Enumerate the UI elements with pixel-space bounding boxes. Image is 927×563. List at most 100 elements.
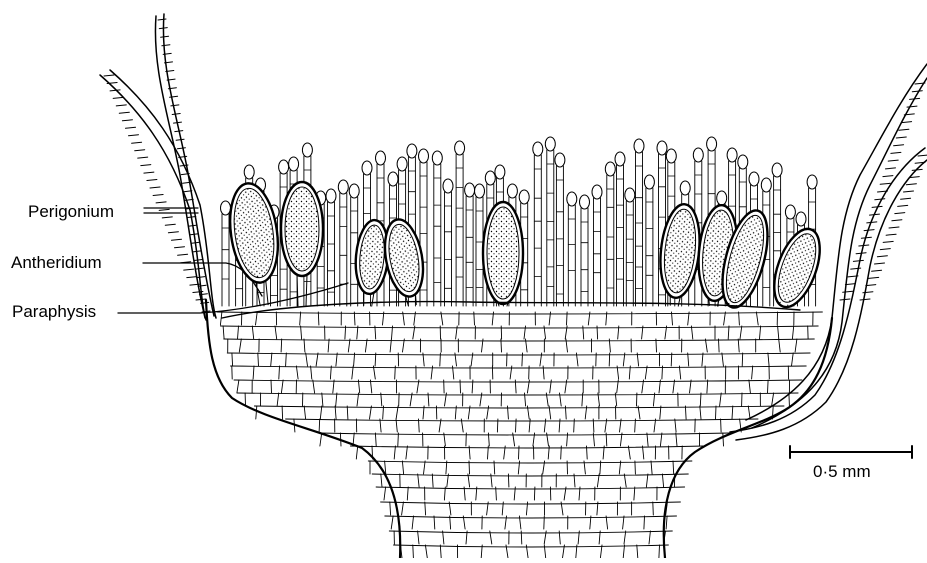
cell-wall xyxy=(672,312,673,325)
cell-wall xyxy=(705,339,707,352)
cell-wall xyxy=(660,406,661,419)
cell-wall xyxy=(519,446,520,459)
cell-wall xyxy=(402,461,403,474)
cell-wall xyxy=(623,516,624,529)
antheridium xyxy=(483,202,523,306)
cell-wall xyxy=(662,366,663,379)
leaf-cell-wall xyxy=(122,120,132,121)
paraphysis-tip xyxy=(349,184,359,198)
paraphysis-tip xyxy=(507,184,517,198)
cell-wall xyxy=(637,545,638,558)
cell-wall xyxy=(318,312,319,325)
cell-wall xyxy=(647,433,648,446)
cell-wall xyxy=(304,339,305,352)
cell-wall xyxy=(237,380,239,393)
leaf-cell-wall xyxy=(843,291,853,292)
cell-wall xyxy=(690,380,692,393)
leaf-cell-wall xyxy=(867,222,877,223)
cell-wall xyxy=(348,339,350,352)
cell-wall xyxy=(407,487,408,500)
leaf-cell-wall xyxy=(898,205,908,206)
paraphysis-tip xyxy=(455,141,465,155)
cell-wall xyxy=(779,339,781,352)
paraphysis-tip xyxy=(592,185,602,199)
cell-wall xyxy=(748,406,750,419)
cell-wall xyxy=(651,461,652,474)
antheridium xyxy=(765,223,829,313)
leaf-cell-wall xyxy=(132,142,142,143)
cell-wall xyxy=(282,406,283,419)
leaf-cell-wall xyxy=(174,122,182,123)
cell-wall xyxy=(447,474,449,487)
leaf-cell-wall xyxy=(851,268,861,269)
cell-wall xyxy=(449,502,451,515)
leaf-cell-wall xyxy=(104,75,114,76)
cell-wall xyxy=(370,380,371,393)
cell-wall xyxy=(313,380,315,393)
cell-wall xyxy=(643,446,644,459)
cell-wall xyxy=(252,326,253,339)
cell-wall xyxy=(390,502,391,515)
cell-row-wall xyxy=(385,516,677,518)
perigonial-leaf-right-inner-outer xyxy=(730,148,925,432)
cell-wall xyxy=(300,312,301,325)
leaf-cell-wall xyxy=(162,217,172,218)
paraphysis-tip xyxy=(580,195,590,209)
paraphysis-tip xyxy=(634,139,644,153)
paraphysis-tip xyxy=(362,161,372,175)
cell-wall xyxy=(720,393,722,406)
cell-wall xyxy=(721,419,722,432)
cell-wall xyxy=(258,353,259,366)
paraphysis-tip xyxy=(680,181,690,195)
receptacle-surface xyxy=(222,302,800,318)
cell-wall xyxy=(724,312,726,325)
cell-wall xyxy=(391,516,393,529)
cell-wall xyxy=(679,366,680,379)
leaf-cell-wall xyxy=(168,232,178,233)
paraphysis-tip xyxy=(244,165,254,179)
cell-wall xyxy=(356,446,357,459)
paraphysis-tip xyxy=(807,175,817,189)
cell-wall xyxy=(624,531,626,544)
cell-wall xyxy=(673,461,674,474)
cell-wall xyxy=(469,461,470,474)
cell-wall xyxy=(320,406,322,419)
cell-row-wall xyxy=(372,474,688,476)
cell-row-wall xyxy=(227,353,810,355)
leaf-cell-wall xyxy=(126,127,136,128)
leaf-cell-wall xyxy=(859,245,869,246)
leaf-cell-wall xyxy=(144,172,154,173)
cell-wall xyxy=(516,419,517,432)
leaf-cell-wall xyxy=(892,220,902,221)
scale-bar xyxy=(790,446,912,458)
paraphysis-tip xyxy=(707,137,717,151)
cell-wall xyxy=(352,366,353,379)
cell-wall xyxy=(666,516,667,529)
cell-wall xyxy=(738,339,739,352)
cell-wall xyxy=(649,531,650,544)
cell-wall xyxy=(644,516,645,529)
paraphysis-tip xyxy=(495,165,505,179)
leaf-cell-wall xyxy=(888,160,898,161)
leaf-cell-wall xyxy=(147,180,157,181)
leaf-cell-wall xyxy=(116,105,126,106)
cell-wall xyxy=(673,380,675,393)
leaf-cell-wall xyxy=(906,184,916,185)
cell-wall xyxy=(443,531,444,544)
cell-wall xyxy=(296,366,298,379)
antheridium xyxy=(655,202,703,307)
leaf-cell-wall xyxy=(910,98,920,99)
cell-wall xyxy=(628,446,630,459)
perigonial-leaf-left-inner-outer xyxy=(155,16,205,318)
paraphysis-tip xyxy=(772,163,782,177)
leaf-cell-wall xyxy=(856,253,866,254)
cell-wall xyxy=(432,474,433,487)
leaf-cell-wall xyxy=(159,28,167,29)
antheridium xyxy=(380,216,431,308)
cell-wall xyxy=(425,502,426,515)
cell-wall xyxy=(271,380,272,393)
cell-wall xyxy=(277,393,279,406)
antheridium-contents xyxy=(487,207,519,299)
leaf-cell-wall xyxy=(870,214,880,215)
leaf-cell-wall xyxy=(869,277,879,278)
